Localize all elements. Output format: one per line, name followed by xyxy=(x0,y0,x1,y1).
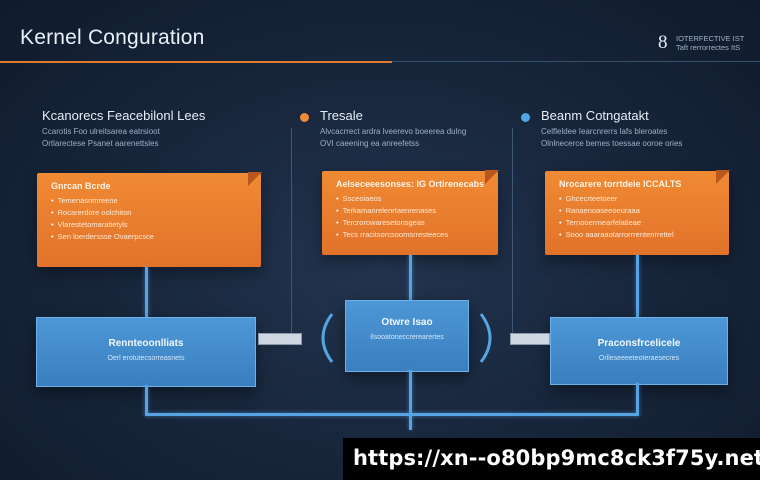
box-subtitle: Orlleseeeeteoteraesecres xyxy=(598,355,680,362)
card-item: •Temenasnmreene xyxy=(51,196,118,205)
process-box-1[interactable]: Rennteoonlliats Oerl erotutecsorreasnets xyxy=(36,317,256,387)
card-item: •Sen loerderssse Ovaerpcsce xyxy=(51,232,154,241)
card-item: •Vlarestetomaratietyls xyxy=(51,220,128,229)
column-description: Celfleldee Iearcnrerrs lafs bleroates Ol… xyxy=(541,127,683,148)
flow-pipe xyxy=(636,383,639,415)
header-divider xyxy=(392,61,760,62)
bracket-right-icon xyxy=(479,313,492,363)
cable-connector xyxy=(258,333,302,345)
column-description: Ccarotis Foo ulreitsarea eatrsioot Ortla… xyxy=(42,127,160,148)
card-item-list: •Ghcecrteetoeer •Ranaenoaseeoeuraaa •Ter… xyxy=(559,193,674,241)
column-heading: Kcanorecs Feacebilonl Lees xyxy=(42,108,206,123)
box-title: Praconsfrcelicele xyxy=(597,338,681,349)
flow-bus xyxy=(145,413,639,416)
box-subtitle: Oerl erotutecsorreasnets xyxy=(107,355,185,362)
card-item: •Sooo aaaraaotarrorrrentenrrettel xyxy=(559,230,674,239)
process-box-2[interactable]: Otwre Isao Ilsooatoneccrerearertes xyxy=(345,300,469,372)
config-card-1[interactable]: Gnrcan Bcrde •Temenasnmreene •Rocarerdor… xyxy=(37,172,262,267)
card-fold xyxy=(716,170,730,184)
card-item-list: •Ssceoiaeos •Terkamanrelenrtaenrenases •… xyxy=(336,193,448,241)
column-description: Alvcacrrect ardra lveerevo boeerea dulng… xyxy=(320,127,467,148)
card-item-list: •Temenasnmreene •Rocarerdore oolchiton •… xyxy=(51,195,154,243)
card-title: Gnrcan Bcrde xyxy=(51,181,111,191)
flow-pipe xyxy=(409,255,412,300)
cable-connector xyxy=(510,333,550,345)
watermark-banner: https://xn--o80bp9mc8ck3f75y.net xyxy=(343,438,760,480)
config-card-3[interactable]: Nrocarere torrtdeie ICCALTS •Ghcecrteeto… xyxy=(545,170,730,255)
card-fold xyxy=(485,170,499,184)
flow-pipe xyxy=(409,370,412,430)
flow-pipe xyxy=(145,385,148,415)
card-title: Aelseceeesonses: IG Ortirenecabs xyxy=(336,179,485,189)
guide-line xyxy=(291,128,292,338)
blue-dot-icon xyxy=(521,113,530,122)
box-title: Rennteoonlliats xyxy=(108,338,184,349)
flow-pipe xyxy=(636,255,639,317)
orange-dot-icon xyxy=(300,113,309,122)
flow-pipe xyxy=(145,267,148,317)
card-item: •Ssceoiaeos xyxy=(336,194,382,203)
card-item: •Ranaenoaseeoeuraaa xyxy=(559,206,640,215)
page-title: Kernel Conguration xyxy=(20,26,205,49)
card-item: •Tercrorowaresetonsgeas xyxy=(336,218,425,227)
card-item: •Ghcecrteetoeer xyxy=(559,194,618,203)
card-title: Nrocarere torrtdeie ICCALTS xyxy=(559,179,682,189)
box-subtitle: Ilsooatoneccrerearertes xyxy=(370,334,444,341)
card-fold xyxy=(248,172,262,186)
watermark-url: https://xn--o80bp9mc8ck3f75y.net xyxy=(353,446,760,470)
card-item: •Tecs rracitsorcsoomsrresteeces xyxy=(336,230,449,239)
header-badge-text: IOTERFECTIVE IST Taft rerrorrectes ItS xyxy=(676,34,745,52)
header: Kernel Conguration 8 IOTERFECTIVE IST Ta… xyxy=(0,0,760,63)
box-title: Otwre Isao xyxy=(381,317,433,328)
process-box-3[interactable]: Praconsfrcelicele Orlleseeeeteoteraesecr… xyxy=(550,317,728,385)
card-item: •Terkamanrelenrtaenrenases xyxy=(336,206,437,215)
header-badge-number: 8 xyxy=(658,32,668,53)
column-heading: Tresale xyxy=(320,108,363,123)
card-item: •Rocarerdore oolchiton xyxy=(51,208,132,217)
card-item: •Ternooerrnearfelatieae xyxy=(559,218,642,227)
bracket-left-icon xyxy=(321,313,334,363)
guide-line xyxy=(512,128,513,338)
header-accent-rule xyxy=(0,61,392,63)
column-heading: Beanm Cotngatakt xyxy=(541,108,649,123)
config-card-2[interactable]: Aelseceeesonses: IG Ortirenecabs •Ssceoi… xyxy=(322,170,499,255)
